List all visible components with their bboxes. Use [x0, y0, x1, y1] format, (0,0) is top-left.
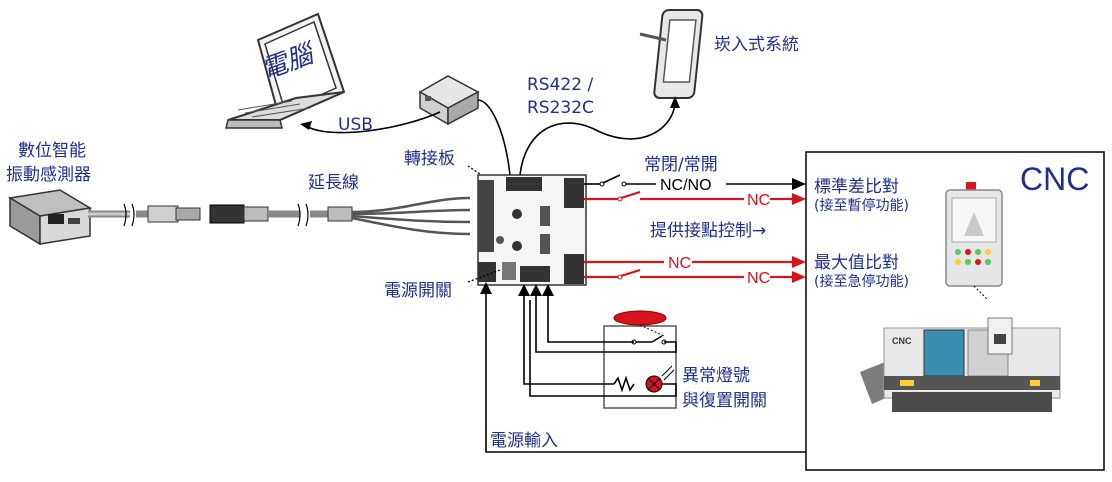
nc-no-line: [584, 174, 806, 190]
contact-control-label: 提供接點控制→: [650, 221, 766, 241]
nc-label-2: NC: [668, 255, 691, 272]
max-note-label: (接至急停功能): [814, 273, 909, 290]
cnc-machine-icon: [860, 317, 1061, 412]
sensor-cable: [88, 196, 471, 236]
max-compare-label: 最大值比對: [814, 253, 899, 273]
laptop-icon: [225, 12, 346, 129]
cnc-control-panel-icon: [945, 182, 1003, 301]
vibration-sensor-icon: [7, 189, 93, 246]
rs-label-2: RS232C: [527, 98, 594, 118]
sensor-label-1: 數位智能: [18, 141, 86, 161]
std-compare-label: 標準差比對: [814, 177, 899, 197]
adapter-label: 轉接板: [404, 149, 455, 169]
machine-label: CNC: [892, 336, 912, 346]
power-switch-label: 電源開關: [384, 281, 452, 301]
embedded-label: 崁入式系統: [714, 35, 799, 55]
nc-line-1: [584, 190, 806, 205]
cnc-title: CNC: [1020, 161, 1089, 197]
nc-line-3: [584, 268, 806, 283]
nc-line-2: [584, 256, 806, 268]
alarm-label-2: 與復置開關: [682, 391, 767, 411]
alarm-reset-box: [603, 310, 677, 409]
usb-converter-icon: [418, 75, 480, 126]
nc-label-1: NC: [747, 192, 770, 209]
tablet-icon: [639, 9, 704, 99]
nc-no-top-label: 常閉/常開: [644, 155, 718, 175]
std-note-label: (接至暫停功能): [814, 197, 909, 214]
alarm-label-1: 異常燈號: [682, 366, 750, 386]
nc-label-3: NC: [747, 270, 770, 287]
nc-no-label: NC/NO: [660, 177, 712, 194]
power-input-label: 電源輸入: [490, 431, 558, 451]
extension-label: 延長線: [308, 173, 359, 193]
adapter-board: [477, 174, 587, 286]
alarm-wires: [518, 284, 677, 397]
rs-label-1: RS422 /: [527, 75, 593, 95]
usb-label: USB: [338, 115, 373, 135]
sensor-label-2: 振動感測器: [6, 165, 91, 185]
power-input-line: [480, 282, 806, 453]
